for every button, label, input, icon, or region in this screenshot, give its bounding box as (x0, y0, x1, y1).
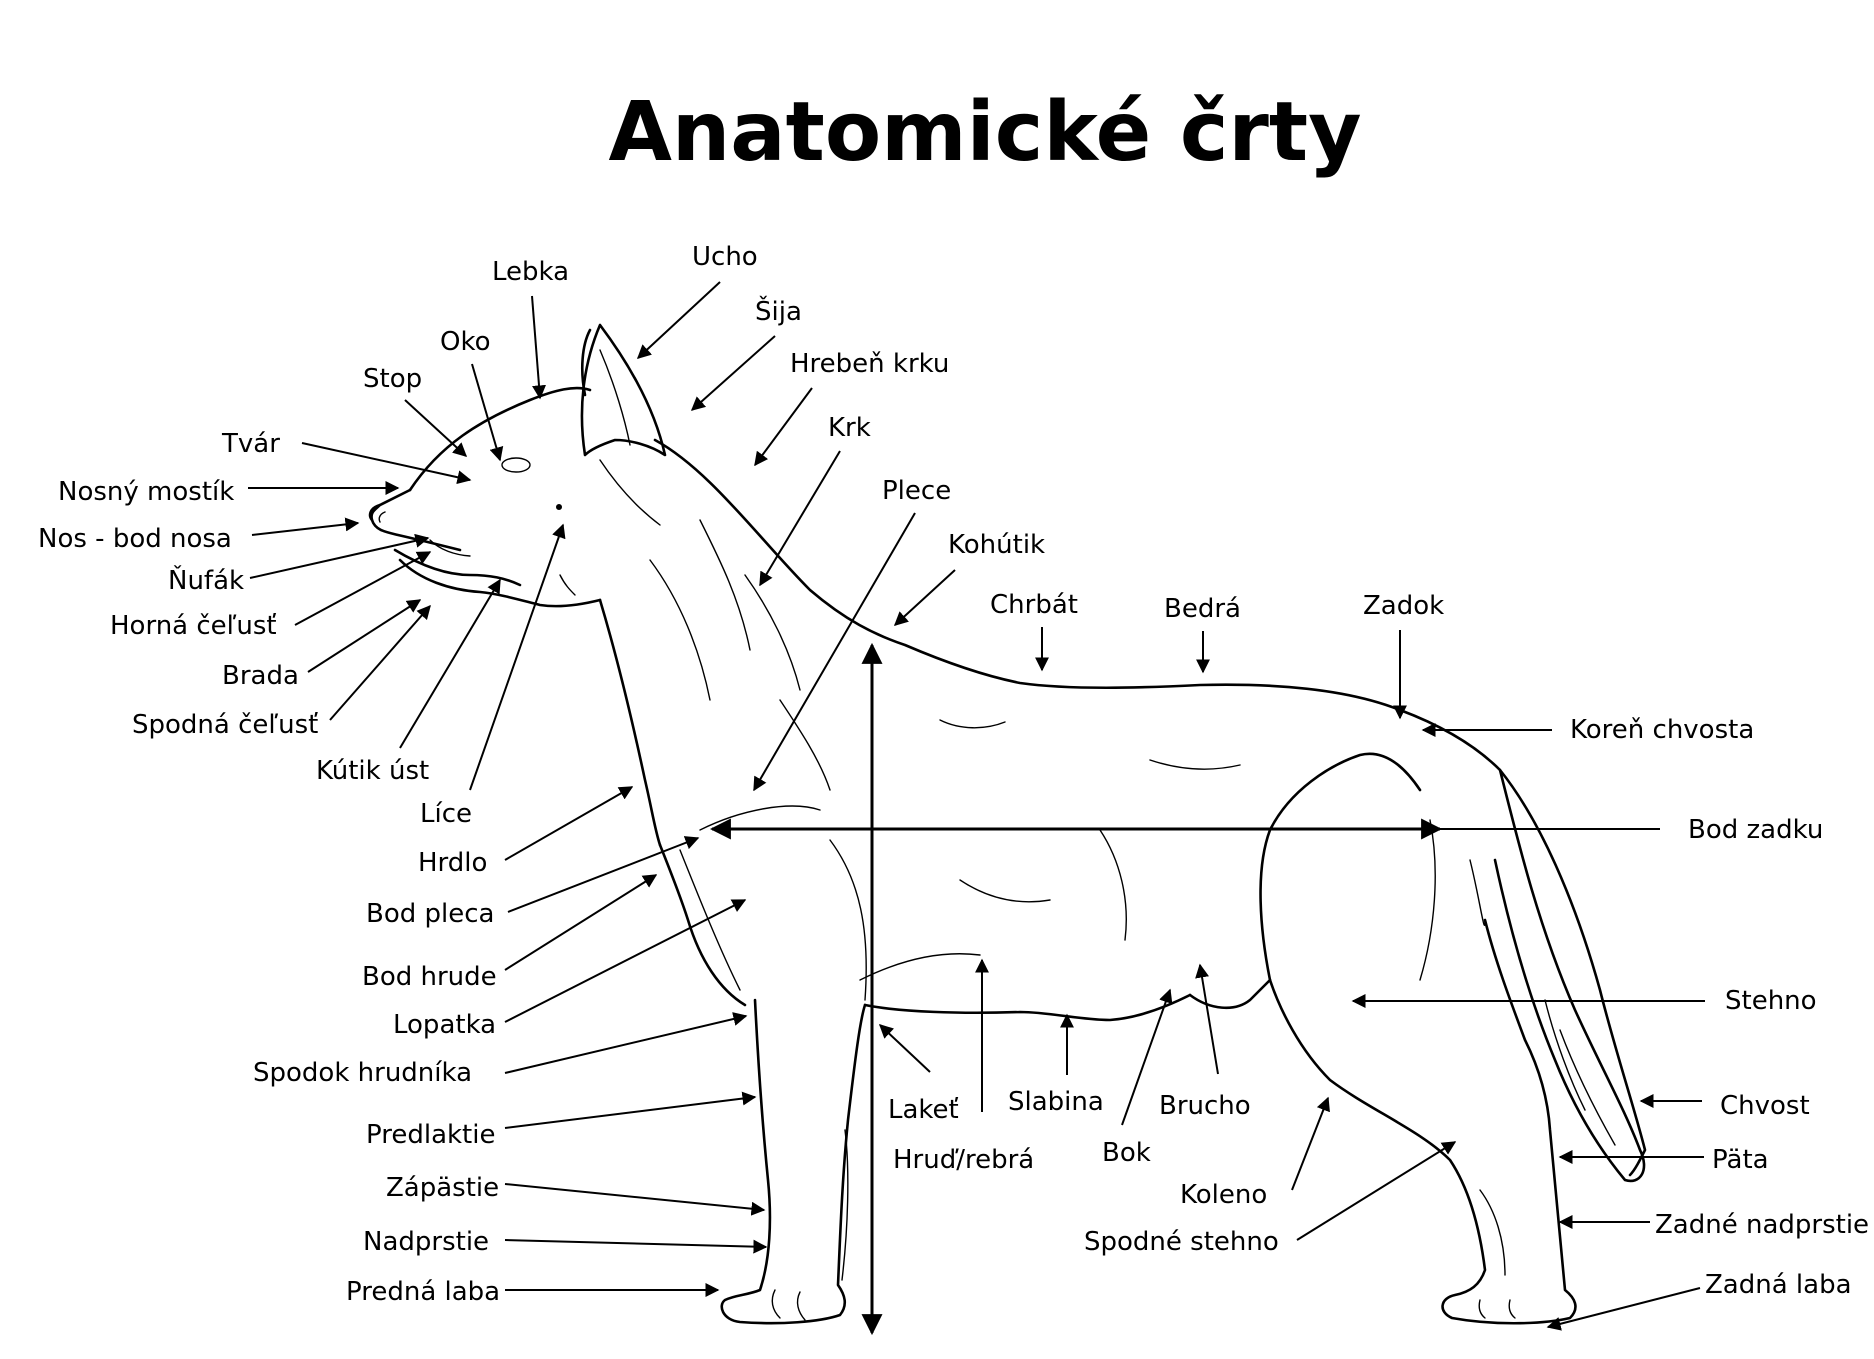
arrow-oko (471, 363, 504, 462)
arrow-spodne-stehno (1296, 1141, 1457, 1241)
label-nadprstie: Nadprstie (363, 1227, 489, 1257)
arrow-brucho (1195, 963, 1219, 1075)
label-spodna-celust: Spodná čeľusť (132, 710, 318, 740)
labels-group: Ucho Lebka Šija Oko Hrebeň krku Stop Krk… (38, 242, 1869, 1307)
label-bedra: Bedrá (1164, 594, 1241, 624)
label-slabina: Slabina (1008, 1087, 1104, 1117)
label-tvar: Tvár (221, 429, 280, 459)
label-kohutik: Kohútik (948, 530, 1045, 560)
label-stehno: Stehno (1725, 986, 1817, 1016)
arrow-krk (759, 450, 841, 587)
label-laket: Lakeť (888, 1095, 959, 1125)
leader-arrows (248, 281, 1705, 1331)
diagram-title: Anatomické črty (608, 85, 1361, 180)
arrow-plece (753, 512, 916, 792)
arrow-tvar (301, 442, 472, 485)
label-krk: Krk (828, 413, 871, 443)
arrow-bok (1121, 988, 1173, 1126)
label-spodne-stehno: Spodné stehno (1084, 1227, 1279, 1257)
dog-outline (368, 323, 1647, 1325)
label-koren-chvosta: Koreň chvosta (1570, 715, 1754, 745)
arrow-predlaktie (504, 1091, 757, 1129)
label-koleno: Koleno (1180, 1180, 1267, 1210)
label-oko: Oko (440, 327, 491, 357)
arrow-bod-hrude (504, 874, 658, 971)
label-sija: Šija (755, 295, 802, 327)
arrow-zadna-laba (1546, 1287, 1701, 1331)
arrow-sija (690, 335, 776, 411)
arrow-ucho (636, 281, 721, 359)
arrow-nadprstie (504, 1239, 768, 1254)
label-pata: Päta (1712, 1145, 1769, 1175)
arrow-hrdlo (504, 786, 634, 861)
label-kutik-ust: Kútik úst (316, 756, 429, 786)
label-nos-bod-nosa: Nos - bod nosa (38, 524, 232, 554)
label-bod-pleca: Bod pleca (366, 899, 494, 929)
label-zapastie: Zápästie (386, 1173, 499, 1203)
label-chvost: Chvost (1720, 1091, 1810, 1121)
label-zadok: Zadok (1363, 591, 1444, 621)
label-brucho: Brucho (1159, 1091, 1251, 1121)
arrow-kohutik (893, 569, 956, 626)
label-zadne-nadprstie: Zadné nadprstie (1655, 1210, 1869, 1240)
label-horna-celust: Horná čeľusť (110, 611, 277, 641)
arrow-bod-pleca (507, 836, 700, 913)
label-predna-laba: Predná laba (346, 1277, 500, 1307)
arrow-zapastie (504, 1183, 766, 1216)
arrow-stop (404, 399, 468, 457)
label-plece: Plece (882, 476, 951, 506)
label-chrbat: Chrbát (990, 590, 1078, 620)
arrow-hreben-krku (754, 387, 813, 467)
arrow-nufak (249, 533, 430, 579)
label-nosny-mostik: Nosný mostík (58, 477, 234, 507)
label-stop: Stop (363, 364, 422, 394)
label-bok: Bok (1102, 1138, 1151, 1168)
label-lebka: Lebka (492, 257, 569, 287)
arrow-laket (878, 1024, 931, 1073)
arrow-brada (307, 599, 422, 673)
arrow-lebka (531, 295, 546, 400)
arrow-spodok-hrudnika (504, 1012, 748, 1074)
arrow-kutik-ust (399, 578, 501, 749)
label-hreben-krku: Hrebeň krku (790, 349, 949, 379)
label-bod-hrude: Bod hrude (362, 962, 497, 992)
arrow-spodna-celust (329, 604, 431, 721)
label-predlaktie: Predlaktie (366, 1120, 495, 1150)
arrow-lopatka (504, 899, 747, 1023)
label-spodok-hrudnika: Spodok hrudníka (253, 1058, 472, 1088)
label-bod-zadku: Bod zadku (1688, 815, 1823, 845)
arrow-koleno (1291, 1096, 1330, 1191)
label-lopatka: Lopatka (393, 1010, 496, 1040)
label-ucho: Ucho (692, 242, 758, 272)
label-hrdlo: Hrdlo (418, 848, 487, 878)
label-brada: Brada (222, 661, 299, 691)
label-hrud-rebra: Hruď/rebrá (893, 1145, 1034, 1175)
label-nufak: Ňufák (168, 564, 244, 596)
arrow-nos-bod-nosa (251, 517, 360, 536)
label-lice: Líce (420, 799, 472, 829)
arrow-lice (469, 523, 566, 791)
label-zadna-laba: Zadná laba (1705, 1270, 1852, 1300)
arrow-horna-celust (294, 551, 432, 626)
